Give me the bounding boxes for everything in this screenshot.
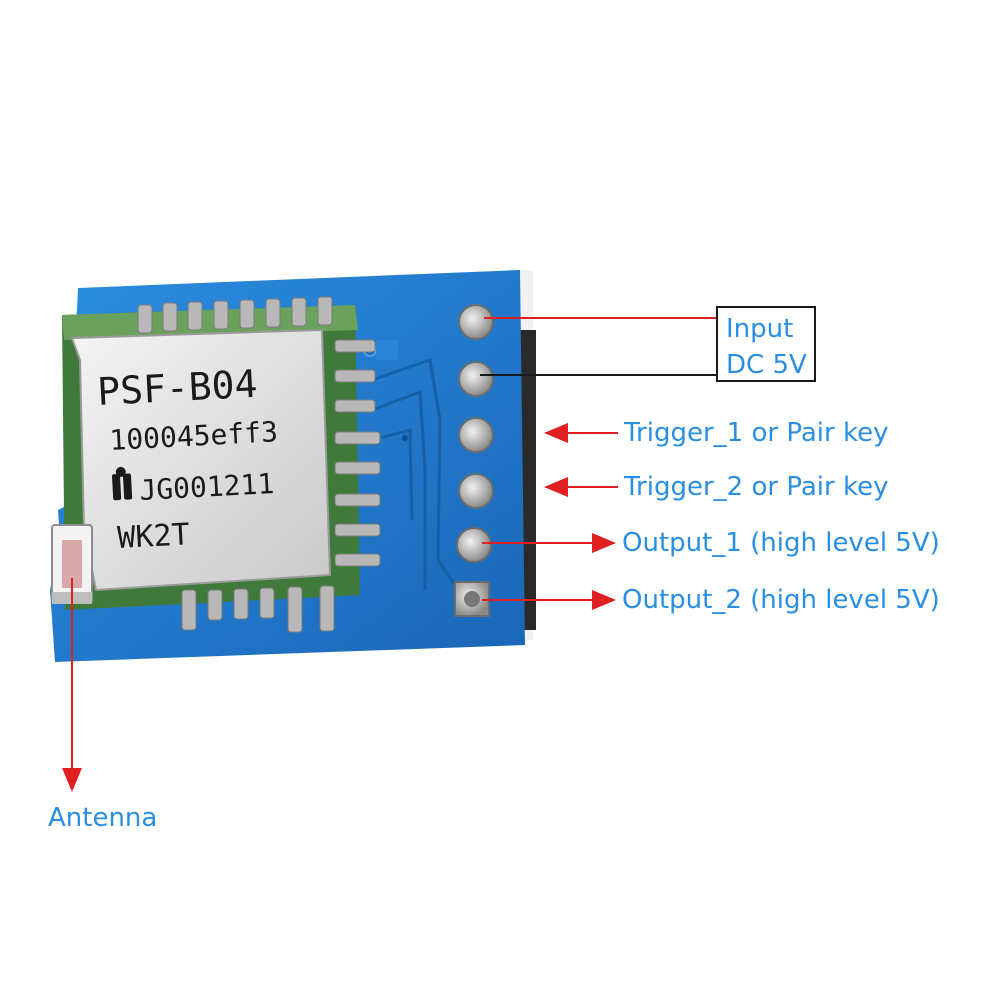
header-pads [454, 304, 494, 617]
power-input-box: Input DC 5V [716, 306, 816, 382]
vendor-logo [112, 466, 133, 501]
output2-label: Output_2 (high level 5V) [622, 585, 940, 615]
input-label: Input [726, 314, 794, 344]
module-pads [137, 296, 381, 633]
output1-label: Output_1 (high level 5V) [622, 528, 940, 558]
input-voltage-label: DC 5V [726, 350, 807, 380]
shield-line-1: PSF-B04 [96, 362, 258, 414]
trigger2-label: Trigger_2 or Pair key [624, 472, 889, 502]
shield-line-4: WK2T [117, 517, 191, 556]
trigger1-label: Trigger_1 or Pair key [624, 418, 889, 448]
shield-line-3: JG001211 [139, 467, 275, 507]
antenna-label: Antenna [48, 803, 158, 833]
callout-lines [62, 317, 722, 792]
